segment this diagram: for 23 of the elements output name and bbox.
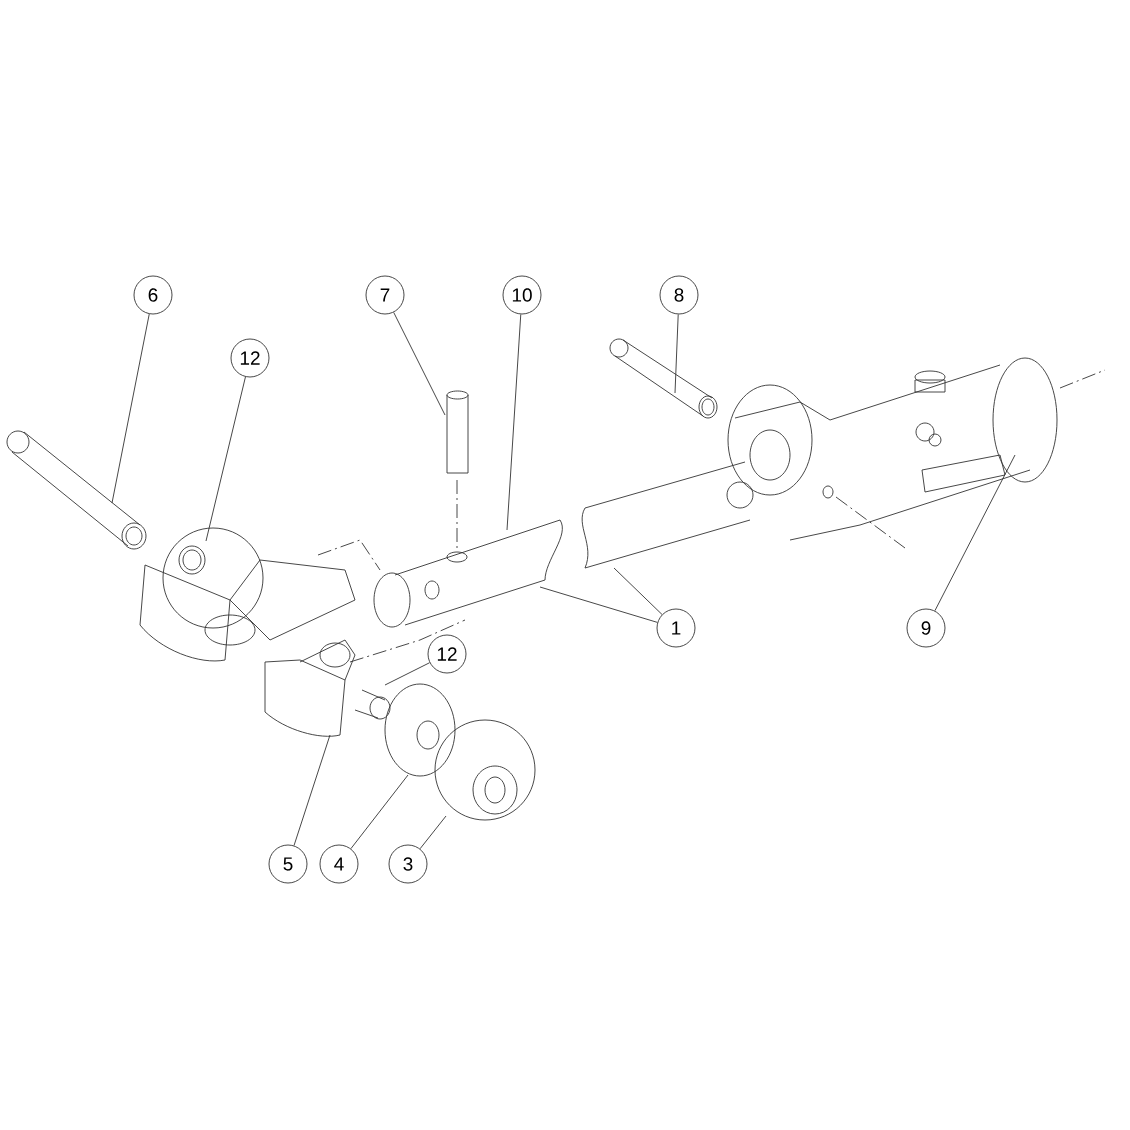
leader-line — [384, 662, 431, 686]
leader-line — [350, 774, 409, 850]
callout-number: 3 — [388, 844, 428, 884]
leader-line — [293, 734, 331, 846]
callout-number: 9 — [906, 608, 946, 648]
callout-number: 12 — [427, 634, 467, 674]
callout-number: 12 — [230, 338, 270, 378]
leader-line — [393, 311, 446, 416]
leader-line — [613, 567, 663, 615]
callout-number: 10 — [502, 275, 542, 315]
leader-line — [506, 313, 522, 531]
leader-line — [419, 815, 447, 850]
leader-line — [111, 313, 150, 504]
callout-number: 4 — [319, 844, 359, 884]
leader-line — [539, 586, 658, 623]
leader-line — [205, 376, 246, 542]
callout-number: 5 — [268, 844, 308, 884]
callout-number: 6 — [133, 275, 173, 315]
callout-number: 8 — [659, 275, 699, 315]
leader-line — [674, 314, 679, 394]
leader-line — [934, 454, 1016, 612]
callout-number: 7 — [365, 275, 405, 315]
callout-number: 1 — [656, 608, 696, 648]
